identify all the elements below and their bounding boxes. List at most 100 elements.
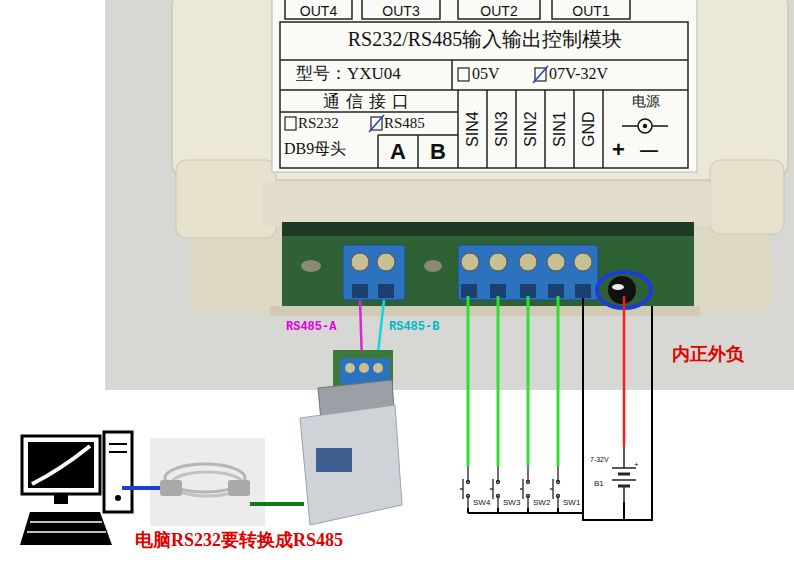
- terminal-block-part: [490, 284, 506, 298]
- module-housing-part: [282, 222, 694, 236]
- terminal-block-part: [352, 284, 368, 298]
- switch-contact: [467, 481, 470, 484]
- label-sticker-part-part: [573, 90, 575, 168]
- terminal-block-part: [548, 284, 564, 298]
- output-name: OUT1: [572, 3, 609, 19]
- terminal-block-part: [351, 253, 369, 271]
- module-housing-part: [176, 160, 276, 238]
- terminal-block-part: [343, 245, 405, 300]
- label-sticker-part-part: [280, 22, 688, 168]
- polarity-sign-holder: —: [640, 140, 658, 161]
- push-switch: SW4: [460, 466, 494, 508]
- battery-plate: [612, 467, 636, 469]
- terminal-block-part: [458, 245, 598, 300]
- terminal-block-part: [461, 284, 477, 298]
- battery-plate: [623, 486, 625, 502]
- output-name-holder: OUT4: [285, 2, 352, 20]
- label-sticker-part-part: [285, 0, 352, 19]
- pin-name-holder: SIN2: [516, 92, 545, 166]
- polarity-sign: +: [612, 137, 625, 162]
- table-heading-holder: 通信接口: [280, 92, 458, 112]
- switch-label-holder: SW4: [473, 491, 490, 509]
- pin-name-holder: SIN3: [487, 92, 516, 166]
- output-name-holder: OUT1: [552, 2, 630, 20]
- switch-label-holder: SW2: [533, 491, 550, 509]
- label-sticker-part-part: [638, 119, 652, 133]
- switch-label: SW4: [473, 498, 490, 507]
- computer-icon-part: [27, 531, 106, 533]
- interface-option: RS485: [384, 115, 425, 132]
- link-lines-part: [250, 502, 304, 506]
- rs232-rs485-converter-part: [340, 358, 390, 384]
- output-name: OUT3: [382, 3, 419, 19]
- ground-wires-part: [583, 298, 652, 520]
- label-sticker-part-part: [417, 135, 419, 168]
- switch-contact: [490, 488, 493, 489]
- battery-label: 7-32V: [590, 456, 609, 464]
- pin-name-holder: SIN4: [458, 92, 487, 166]
- switch-contact: [460, 488, 463, 489]
- pin-name: B: [430, 139, 446, 164]
- switch-contact: [557, 495, 560, 498]
- terminal-block-part: [574, 253, 592, 271]
- battery-plate: [612, 479, 636, 481]
- label-sticker-part-part: [280, 59, 688, 61]
- power-heading: 电源: [632, 94, 660, 110]
- module-housing-part: [301, 260, 321, 272]
- computer-icon-part: [54, 494, 68, 504]
- label-sticker-part-part: [457, 90, 459, 168]
- battery-label: +: [634, 460, 639, 469]
- pin-name: SIN1: [550, 111, 568, 147]
- label-sticker-part-part: [285, 117, 296, 130]
- computer-icon: [20, 432, 132, 545]
- computer-icon-part: [32, 446, 90, 484]
- pin-name-holder: GND: [574, 92, 603, 166]
- module-housing: [172, 0, 788, 316]
- rs232-rs485-converter-part: [373, 363, 383, 373]
- output-name-holder: OUT3: [362, 2, 440, 20]
- switch-contact: [467, 466, 468, 482]
- label-sticker-part: [369, 115, 384, 132]
- power-jack-part: [608, 276, 636, 304]
- switch-contact: [467, 495, 470, 498]
- rs232-rs485-converter-part: [316, 448, 352, 472]
- interface-option-holder: RS485: [384, 114, 425, 132]
- wire-connector: [623, 296, 626, 446]
- switch-contact: [497, 466, 498, 482]
- serial-cable-part: [150, 438, 265, 526]
- switch-contact: [497, 481, 500, 484]
- wire-connector: [557, 296, 560, 466]
- switch-contact: [527, 481, 530, 484]
- interface-option-holder: RS232: [298, 114, 339, 132]
- push-switch: SW2: [520, 466, 554, 508]
- battery-plate: [623, 446, 625, 468]
- pin-name: SIN2: [521, 111, 539, 147]
- signal-name-holder: RS485-B: [389, 316, 439, 335]
- terminal-block-part: [461, 253, 479, 271]
- pin-name-holder: A: [378, 139, 418, 164]
- switch-label-holder: SW1: [563, 491, 580, 509]
- label-sticker-part-part: [544, 90, 546, 168]
- terminal-block-part: [377, 253, 395, 271]
- label-sticker-part-part: [451, 60, 453, 90]
- computer-icon-part: [20, 512, 112, 545]
- polarity-note: 内正外负: [672, 344, 744, 365]
- link-lines: [122, 488, 304, 504]
- battery-symbol: 7-32V+B1: [588, 446, 644, 502]
- label-sticker-part-part: [652, 125, 668, 127]
- switch-label: SW2: [533, 498, 550, 507]
- connector-type-holder: DB9母头: [284, 140, 346, 158]
- label-sticker-part: [280, 0, 688, 168]
- label-sticker-part-part: [622, 125, 638, 127]
- battery-label-holder: +: [634, 453, 639, 471]
- connector-type: DB9母头: [284, 140, 346, 158]
- polarity-note-holder: 内正外负: [672, 344, 744, 365]
- switch-contact: [557, 481, 560, 484]
- label-sticker-part-part: [458, 0, 540, 19]
- power-heading-holder: 电源: [603, 92, 688, 110]
- pin-name: GND: [579, 111, 597, 147]
- pin-name: SIN3: [492, 111, 510, 147]
- terminal-block-part: [519, 253, 537, 271]
- computer-icon-part: [28, 442, 94, 488]
